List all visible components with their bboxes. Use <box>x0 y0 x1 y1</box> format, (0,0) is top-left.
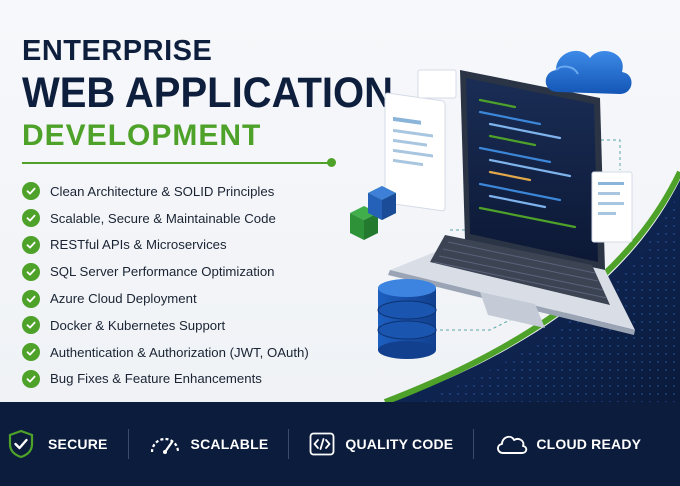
list-item: SQL Server Performance Optimization <box>22 258 309 285</box>
feature-text: RESTful APIs & Microservices <box>50 237 227 253</box>
feature-text: Docker & Kubernetes Support <box>50 317 226 333</box>
list-item: Clean Architecture & SOLID Principles <box>22 178 309 205</box>
feature-text: Authentication & Authorization (JWT, OAu… <box>50 344 309 360</box>
cloud-icon <box>494 432 528 456</box>
list-item: Scalable, Secure & Maintainable Code <box>22 205 309 232</box>
checkmark-icon <box>22 209 40 228</box>
badge-label: QUALITY CODE <box>345 436 454 452</box>
headline-line-1: ENTERPRISE <box>22 35 213 67</box>
badge-separator <box>473 429 475 459</box>
feature-text: Clean Architecture & SOLID Principles <box>50 183 275 199</box>
floating-panel-icon <box>591 171 633 243</box>
feature-text: Bug Fixes & Feature Enhancements <box>50 371 262 387</box>
badge-separator <box>288 429 290 459</box>
headline-line-3: DEVELOPMENT <box>22 119 262 152</box>
feature-list: Clean Architecture & SOLID Principles Sc… <box>22 178 309 392</box>
list-item: Azure Cloud Deployment <box>22 285 309 312</box>
code-brackets-icon <box>309 432 335 456</box>
badge-label: CLOUD READY <box>536 436 642 452</box>
badge-quality-code: QUALITY CODE <box>309 424 453 464</box>
feature-text: Azure Cloud Deployment <box>50 291 197 307</box>
checkmark-icon <box>22 182 40 201</box>
database-icon <box>377 279 437 359</box>
badge-label: SCALABLE <box>190 436 269 452</box>
bottom-badge-bar: SECURE SCALABLE Q <box>0 402 680 486</box>
badge-scalable: SCALABLE <box>149 424 269 464</box>
list-item: RESTful APIs & Microservices <box>22 232 309 259</box>
headline-divider <box>22 162 330 164</box>
cubes-icon <box>350 186 396 240</box>
headline: ENTERPRISE WEB APPLICATION DEVELOPMENT <box>22 34 421 154</box>
cloud-illustration-icon <box>545 50 632 94</box>
list-item: Authentication & Authorization (JWT, OAu… <box>22 339 309 366</box>
badge-label: SECURE <box>48 436 108 452</box>
badge-separator <box>127 429 129 459</box>
checkmark-icon <box>22 369 40 388</box>
checkmark-icon <box>22 289 40 308</box>
checkmark-icon <box>22 316 40 335</box>
floating-window-icon <box>384 69 457 212</box>
checkmark-icon <box>22 235 40 254</box>
badge-cloud-ready: CLOUD READY <box>494 424 641 464</box>
headline-line-2: WEB APPLICATION <box>22 69 394 117</box>
list-item: Bug Fixes & Feature Enhancements <box>22 366 309 393</box>
speedometer-icon <box>149 433 181 455</box>
feature-text: Scalable, Secure & Maintainable Code <box>50 210 276 226</box>
checkmark-icon <box>22 343 40 362</box>
laptop-icon <box>388 70 635 335</box>
shield-check-icon <box>8 429 34 459</box>
laptop-illustration <box>350 50 635 359</box>
badge-secure: SECURE <box>8 424 108 464</box>
feature-text: SQL Server Performance Optimization <box>50 264 275 280</box>
list-item: Docker & Kubernetes Support <box>22 312 309 339</box>
checkmark-icon <box>22 262 40 281</box>
divider-dot <box>327 158 336 167</box>
